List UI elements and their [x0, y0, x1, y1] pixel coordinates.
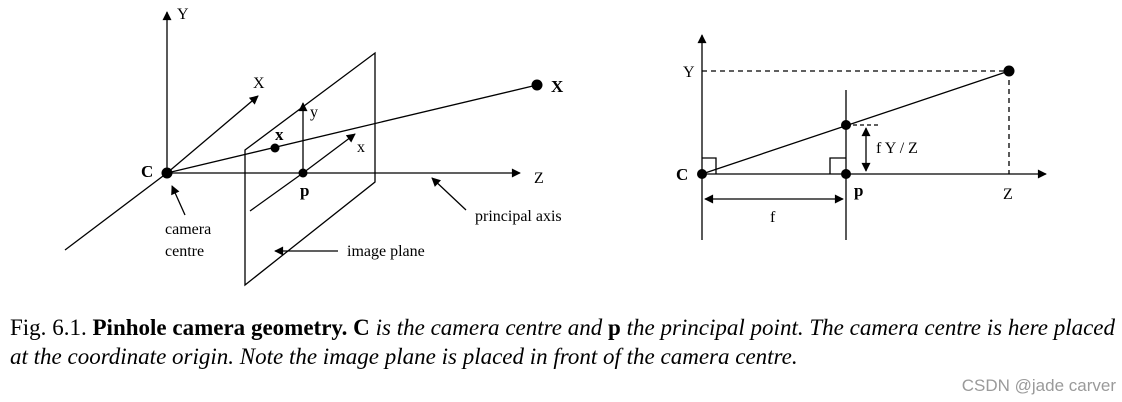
- plane-x-line: [249, 172, 304, 212]
- left-x-axis: [166, 95, 259, 174]
- left-label-C: C: [141, 162, 153, 181]
- image-plane: [244, 51, 376, 287]
- left-diagram: [64, 11, 538, 287]
- caption-figure-number: Fig. 6.1.: [10, 315, 87, 340]
- pinhole-camera-figure: Y X Z C X x y x p camera centre image pl…: [64, 6, 1047, 287]
- projection-ray: [166, 84, 538, 174]
- principal-point: [298, 168, 308, 178]
- caption-symbol-C: C: [353, 315, 370, 340]
- image-point: [270, 143, 280, 153]
- camera-centre-leader: [171, 185, 186, 216]
- right-label-C: C: [676, 165, 688, 184]
- left-x-axis-back: [64, 172, 168, 251]
- right-image-point: [841, 120, 851, 130]
- right-label-Z: Z: [1003, 186, 1013, 203]
- right-label-fYZ: f Y / Z: [876, 140, 918, 157]
- left-label-image-x: x: [275, 125, 284, 144]
- right-projection-ray: [701, 70, 1010, 175]
- right-principal-point: [841, 169, 851, 179]
- right-world-point: [1003, 65, 1015, 77]
- left-label-Z: Z: [534, 170, 544, 187]
- left-label-world-X: X: [551, 77, 564, 96]
- right-label-p: p: [854, 181, 863, 200]
- right-label-Y: Y: [683, 64, 695, 81]
- left-label-X: X: [253, 75, 265, 92]
- left-label-image-xaxis: x: [357, 139, 365, 156]
- right-label-f: f: [770, 209, 776, 226]
- left-label-p: p: [300, 181, 309, 200]
- right-labels: Y Z C p f f Y / Z: [676, 64, 1013, 226]
- left-label-camera: camera: [165, 221, 211, 238]
- right-camera-centre-point: [697, 169, 707, 179]
- principal-axis-leader: [431, 177, 467, 211]
- left-label-image-y: y: [310, 104, 318, 121]
- plane-x-axis: [302, 133, 356, 174]
- figure-caption: Fig. 6.1. Pinhole camera geometry. C is …: [10, 313, 1115, 371]
- left-label-image-plane: image plane: [347, 243, 425, 260]
- right-angle-p: [829, 157, 846, 174]
- left-points: [161, 79, 543, 179]
- caption-title: Pinhole camera geometry.: [92, 315, 348, 340]
- watermark: CSDN @jade carver: [961, 376, 1116, 395]
- right-diagram: [697, 34, 1047, 240]
- world-point: [531, 79, 543, 91]
- caption-text-2: the principal point. The camera centre i…: [10, 315, 1116, 369]
- right-points: [697, 65, 1015, 179]
- left-label-centre: centre: [165, 243, 204, 260]
- caption-symbol-p: p: [608, 315, 621, 340]
- camera-centre-point: [161, 167, 173, 179]
- right-angle-C: [702, 157, 717, 174]
- caption-text-1: is the camera centre and: [375, 315, 603, 340]
- left-label-Y: Y: [177, 6, 189, 23]
- left-label-principal-axis: principal axis: [475, 208, 562, 225]
- left-labels: Y X Z C X x y x p camera centre image pl…: [141, 6, 564, 260]
